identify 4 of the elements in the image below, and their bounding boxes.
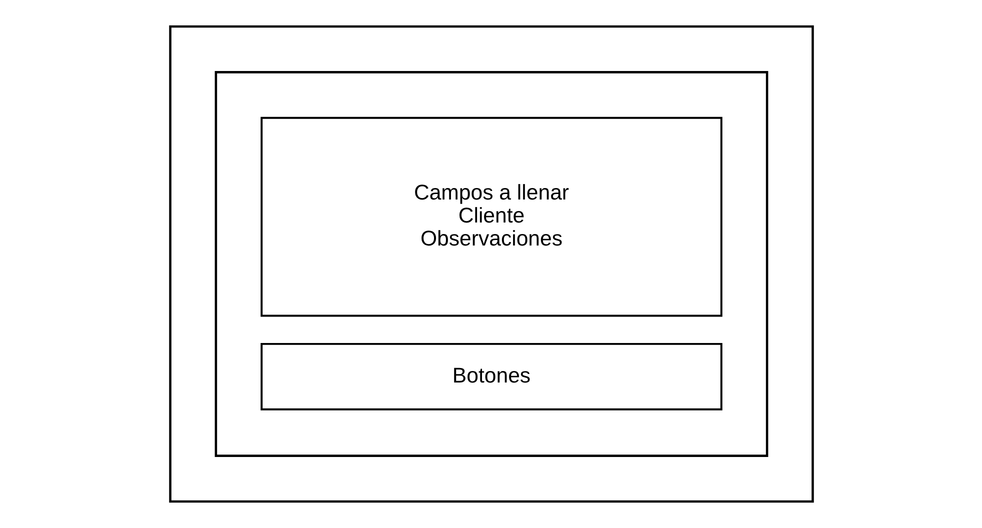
node-box: Botones <box>260 342 722 410</box>
node-box: Campos a llenar Cliente Observaciones <box>260 116 722 317</box>
cluster <box>168 25 814 503</box>
cluster <box>214 71 768 457</box>
